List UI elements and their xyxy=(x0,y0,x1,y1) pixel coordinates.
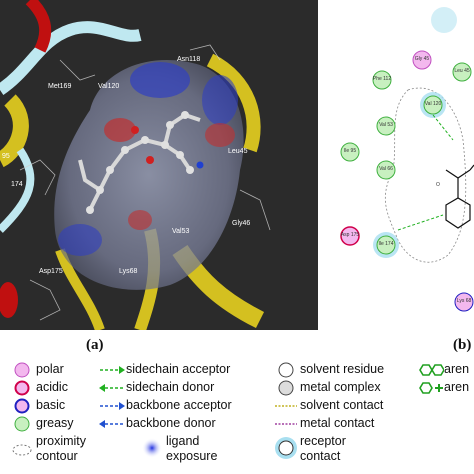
residue-label: Lys68 xyxy=(119,268,138,275)
svg-text:Lys 68: Lys 68 xyxy=(457,298,472,304)
residue-label: Met169 xyxy=(48,83,72,90)
legend-sidechain-donor: sidechain donor xyxy=(98,380,214,396)
residue-node-leu45: Leu 45 xyxy=(452,62,472,82)
legend-ligand-exposure: ligand exposure xyxy=(138,434,217,464)
panel-a-letter: (a) xyxy=(86,337,104,353)
legend-acidic: acidic xyxy=(8,380,68,396)
legend-arene-plus: aren xyxy=(416,380,469,396)
residue-label: Gly46 xyxy=(232,220,251,227)
ribbon-red xyxy=(25,0,52,53)
proximity-contour xyxy=(385,87,467,263)
residue-node-val120: Val 120 xyxy=(423,95,443,115)
residue-node-ile95: Ile 95 xyxy=(340,142,360,162)
protein-render xyxy=(0,0,318,330)
residue-label: 174 xyxy=(11,181,23,188)
legend-basic: basic xyxy=(8,398,65,414)
residue-label: Val53 xyxy=(172,228,190,235)
residue-label: Leu45 xyxy=(228,148,248,155)
interaction-diagram: O Gly 45 Leu 45 Phe 112 Val 120 Val 53 V… xyxy=(340,7,474,312)
legend-proximity-contour: proximity contour xyxy=(8,434,86,464)
residue-node-lys68: Lys 68 xyxy=(454,292,474,312)
residue-node-ile174: Ile 174 xyxy=(376,235,396,255)
residue-label: Asn118 xyxy=(177,56,201,63)
panel-a-3d-render: Asn118 Met169 Val120 Leu45 Gly46 Val53 L… xyxy=(0,0,318,330)
legend-metal-contact: metal contact xyxy=(275,416,375,430)
legend-polar: polar xyxy=(8,362,64,378)
legend-greasy: greasy xyxy=(8,416,74,432)
svg-text:Asp 175: Asp 175 xyxy=(341,232,360,238)
legend: polar acidic basic greasy proximity cont… xyxy=(0,360,474,474)
legend-metal-complex: metal complex xyxy=(272,380,381,396)
residue-node-val66: Val 66 xyxy=(376,160,396,180)
svg-text:Ile 95: Ile 95 xyxy=(344,148,356,154)
legend-sidechain-acceptor: sidechain acceptor xyxy=(98,362,230,378)
sidechain-acceptor-line xyxy=(397,214,444,231)
residue-label: Val120 xyxy=(98,83,120,90)
ligand-fragment xyxy=(445,164,474,229)
svg-text:Leu 45: Leu 45 xyxy=(454,68,470,74)
ribbon-yellow-low xyxy=(55,248,105,330)
legend-backbone-acceptor: backbone acceptor xyxy=(98,398,232,414)
residue-node-asp175: Asp 175 xyxy=(340,226,360,246)
ribbon-cyan-left xyxy=(0,147,35,233)
legend-backbone-donor: backbone donor xyxy=(98,416,216,432)
legend-solvent-contact: solvent contact xyxy=(275,398,384,412)
residue-node-phe112: Phe 112 xyxy=(372,70,392,90)
svg-text:Gly 45: Gly 45 xyxy=(415,56,430,62)
residue-node-gly45: Gly 45 xyxy=(412,50,432,70)
residue-label: 95 xyxy=(2,153,10,160)
ribbon-yellow-right xyxy=(206,53,261,153)
svg-text:Ile 174: Ile 174 xyxy=(378,241,393,247)
svg-text:Phe 112: Phe 112 xyxy=(373,76,391,82)
legend-solvent-residue: solvent residue xyxy=(272,362,384,378)
svg-text:Val 66: Val 66 xyxy=(379,166,393,172)
panel-b-2d-diagram: O Gly 45 Leu 45 Phe 112 Val 120 Val 53 V… xyxy=(318,0,474,330)
red-blob xyxy=(0,282,18,318)
svg-text:Val 53: Val 53 xyxy=(379,122,393,128)
svg-text:Val 120: Val 120 xyxy=(425,101,442,107)
legend-arene-h: aren xyxy=(416,362,469,378)
sidechain-donor-line xyxy=(432,114,454,141)
ribbon-yellow-left xyxy=(0,94,29,168)
panel-b-letter: (b) xyxy=(453,337,472,353)
residue-label: Asp175 xyxy=(39,268,63,275)
svg-text:O: O xyxy=(436,182,440,188)
residue-node-val53: Val 53 xyxy=(376,116,396,136)
legend-receptor-contact: receptor contact xyxy=(272,434,346,464)
ribbon-cyan xyxy=(0,21,142,95)
